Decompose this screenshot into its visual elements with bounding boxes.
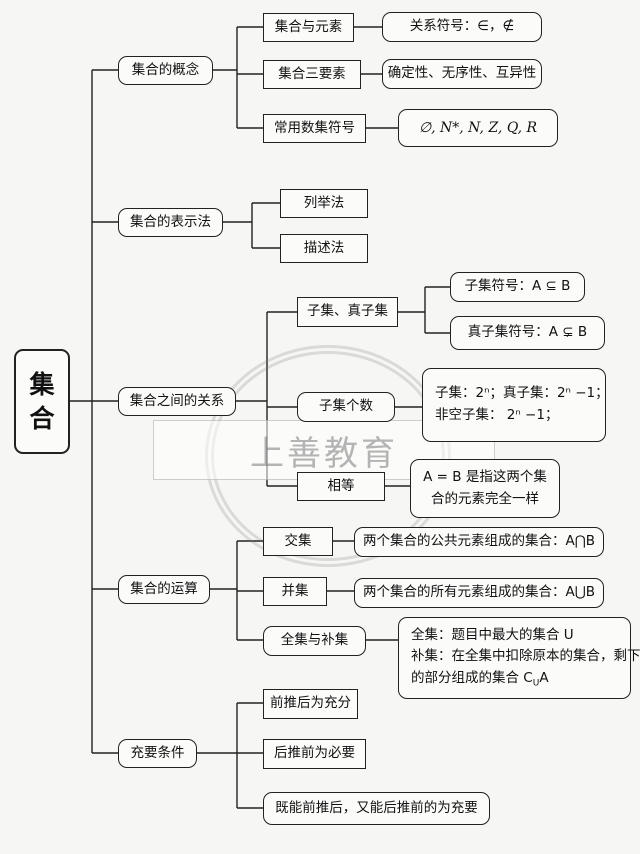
relations-equal-detail: A = B 是指这两个集 合的元素完全一样: [410, 459, 560, 518]
root-node: 集 合: [14, 349, 70, 454]
branch-concept: 集合的概念: [118, 56, 213, 85]
branch-representation: 集合的表示法: [118, 208, 223, 237]
operations-union: 并集: [263, 577, 327, 606]
concept-three-elements-detail: 确定性、无序性、互异性: [382, 59, 542, 89]
root-char-2: 合: [29, 403, 55, 433]
concept-three-elements: 集合三要素: [263, 60, 361, 89]
concept-number-sets: 常用数集符号: [263, 114, 366, 143]
conditions-sufficient: 前推后为充分: [263, 689, 358, 719]
relations-subset-count-detail: 子集：2ⁿ；真子集：2ⁿ −1； 非空子集： 2ⁿ −1；: [422, 368, 609, 442]
complement-line-2: 补集：在全集中扣除原本的集合，剩下: [411, 648, 640, 665]
relations-subset-symbol: 子集符号：A ⊆ B: [450, 272, 585, 302]
concept-number-sets-detail: ∅, N*, N, Z, Q, R: [398, 109, 558, 147]
equal-line-2: 合的元素完全一样: [431, 490, 539, 507]
operations-intersection: 交集: [263, 527, 333, 556]
concept-element: 集合与元素: [263, 13, 354, 42]
complement-subscript: U: [532, 678, 540, 689]
complement-line-3-end: A: [539, 670, 549, 687]
branch-operations: 集合的运算: [118, 575, 210, 604]
branch-conditions: 充要条件: [118, 739, 197, 768]
complement-line-1: 全集：题目中最大的集合 U: [411, 626, 574, 643]
relations-subset-count: 子集个数: [297, 392, 395, 422]
concept-element-detail: 关系符号：∈，∉: [382, 12, 542, 42]
conditions-necessary: 后推前为必要: [263, 739, 366, 769]
relations-subset: 子集、真子集: [297, 297, 398, 327]
operations-intersection-detail: 两个集合的公共元素组成的集合：A⋂B: [354, 527, 604, 557]
operations-complement: 全集与补集: [263, 626, 366, 656]
subset-count-line-1: 子集：2ⁿ；真子集：2ⁿ −1；: [435, 385, 609, 402]
branch-relations: 集合之间的关系: [118, 387, 236, 416]
relations-proper-subset-symbol: 真子集符号：A ⊊ B: [450, 316, 605, 350]
complement-line-3-text: 的部分组成的集合 C: [411, 670, 533, 687]
complement-line-3: 的部分组成的集合 CUA: [411, 668, 549, 691]
operations-complement-detail: 全集：题目中最大的集合 U 补集：在全集中扣除原本的集合，剩下 的部分组成的集合…: [398, 617, 640, 699]
representation-roster: 列举法: [280, 189, 368, 218]
conditions-iff: 既能前推后，又能后推前的为充要: [263, 792, 490, 825]
equal-line-1: A = B 是指这两个集: [423, 468, 547, 485]
representation-description: 描述法: [280, 234, 368, 263]
operations-union-detail: 两个集合的所有元素组成的集合：A⋃B: [354, 578, 604, 608]
root-char-1: 集: [29, 369, 55, 399]
relations-equal: 相等: [297, 472, 385, 501]
subset-count-line-2: 非空子集： 2ⁿ −1；: [435, 407, 559, 423]
